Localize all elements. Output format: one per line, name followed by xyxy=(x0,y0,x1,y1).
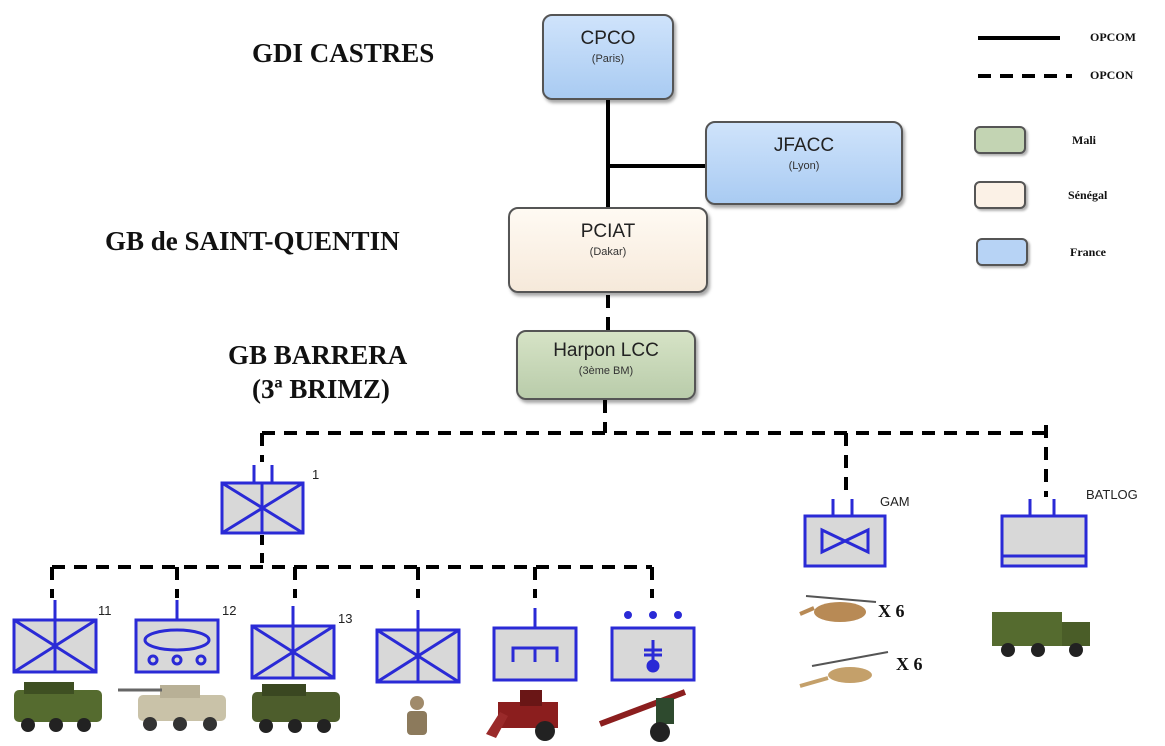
artillery-unit-symbol xyxy=(610,611,696,682)
level-title-gb-barrera-sub: (3ª BRIMZ) xyxy=(252,374,390,404)
node-pciat-subtitle: (Dakar) xyxy=(589,246,627,258)
engineer-unit-symbol xyxy=(492,608,578,682)
node-pciat-title: PCIAT xyxy=(580,221,636,242)
vbci-vehicle-image xyxy=(14,682,102,732)
rocket-launcher-image xyxy=(598,689,687,742)
legend-france-label: France xyxy=(1070,245,1106,259)
batlog-symbol xyxy=(1000,499,1088,568)
unit-12-label: 12 xyxy=(222,603,237,618)
node-harpon-subtitle: (3ème BM) xyxy=(578,365,634,377)
node-pciat: PCIAT (Dakar) xyxy=(508,207,708,293)
vab-vehicle-image xyxy=(252,684,340,733)
puma-helicopter-image xyxy=(799,595,877,622)
engineer-loader-image xyxy=(486,690,558,741)
node-cpco: CPCO (Paris) xyxy=(542,14,674,100)
legend-senegal-label: Sénégal xyxy=(1068,188,1108,202)
unit-11-symbol xyxy=(12,600,98,674)
unit-1-symbol xyxy=(220,465,305,535)
node-jfacc-subtitle: (Lyon) xyxy=(788,160,820,172)
legend-mali-swatch xyxy=(974,126,1026,154)
node-harpon-title: Harpon LCC xyxy=(553,340,659,361)
unit-13-label: 13 xyxy=(338,611,353,626)
legend-opcom-label: OPCOM xyxy=(1090,30,1136,44)
infantry-unit-symbol xyxy=(375,610,461,684)
level-title-gb-barrera: GB BARRERA xyxy=(228,340,408,370)
amx10rc-vehicle-image xyxy=(118,685,226,731)
gam-symbol xyxy=(803,499,887,568)
unit-13-symbol xyxy=(250,606,336,680)
node-jfacc: JFACC (Lyon) xyxy=(705,121,903,205)
unit-1-label: 1 xyxy=(312,467,320,482)
puma-quantity: X 6 xyxy=(878,601,905,621)
node-jfacc-title: JFACC xyxy=(773,135,835,156)
soldier-image xyxy=(407,696,427,735)
node-cpco-subtitle: (Paris) xyxy=(591,53,625,65)
node-cpco-title: CPCO xyxy=(580,28,636,49)
gazelle-helicopter-image xyxy=(799,651,889,688)
unit-12-symbol xyxy=(134,600,220,674)
logistics-truck-image xyxy=(992,612,1090,657)
node-harpon-lcc: Harpon LCC (3ème BM) xyxy=(516,330,696,400)
unit-11-label: 11 xyxy=(98,603,112,618)
legend-france-swatch xyxy=(976,238,1028,266)
level-title-gb-saint-quentin: GB de SAINT-QUENTIN xyxy=(105,226,400,256)
legend-mali-label: Mali xyxy=(1072,133,1096,147)
gazelle-quantity: X 6 xyxy=(896,654,923,674)
legend-opcon-label: OPCON xyxy=(1090,68,1134,82)
legend-senegal-swatch xyxy=(974,181,1026,209)
batlog-label: BATLOG xyxy=(1086,487,1138,502)
gam-label: GAM xyxy=(880,494,910,509)
level-title-gdi: GDI CASTRES xyxy=(252,38,435,68)
